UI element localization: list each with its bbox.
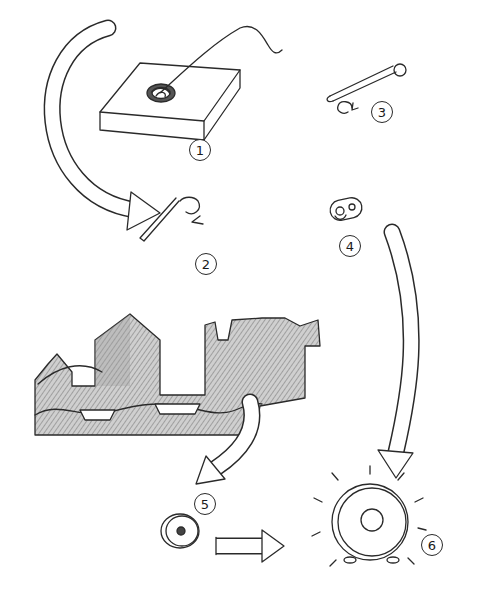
stick — [140, 197, 203, 241]
safety-pin — [327, 64, 406, 113]
small-ring — [161, 514, 199, 548]
callout-text: 6 — [428, 539, 436, 552]
callout-text: 3 — [378, 106, 386, 119]
block — [100, 26, 282, 140]
callout-text: 5 — [201, 498, 209, 511]
castle-silhouette — [35, 314, 320, 435]
callout-number: 1 — [189, 139, 211, 161]
flow-arrow — [378, 232, 413, 478]
callout-number: 3 — [371, 101, 393, 123]
coiled-pin — [328, 196, 363, 222]
callout-text: 1 — [196, 144, 204, 157]
callout-number: 6 — [421, 534, 443, 556]
callout-number: 2 — [195, 253, 217, 275]
finished-ring — [312, 466, 426, 566]
flow-arrow — [52, 28, 160, 230]
flow-arrow — [214, 530, 284, 562]
callout-text: 4 — [346, 240, 354, 253]
callout-number: 5 — [194, 493, 216, 515]
flow-arrow — [196, 402, 252, 484]
callout-text: 2 — [202, 258, 210, 271]
callout-number: 4 — [339, 235, 361, 257]
